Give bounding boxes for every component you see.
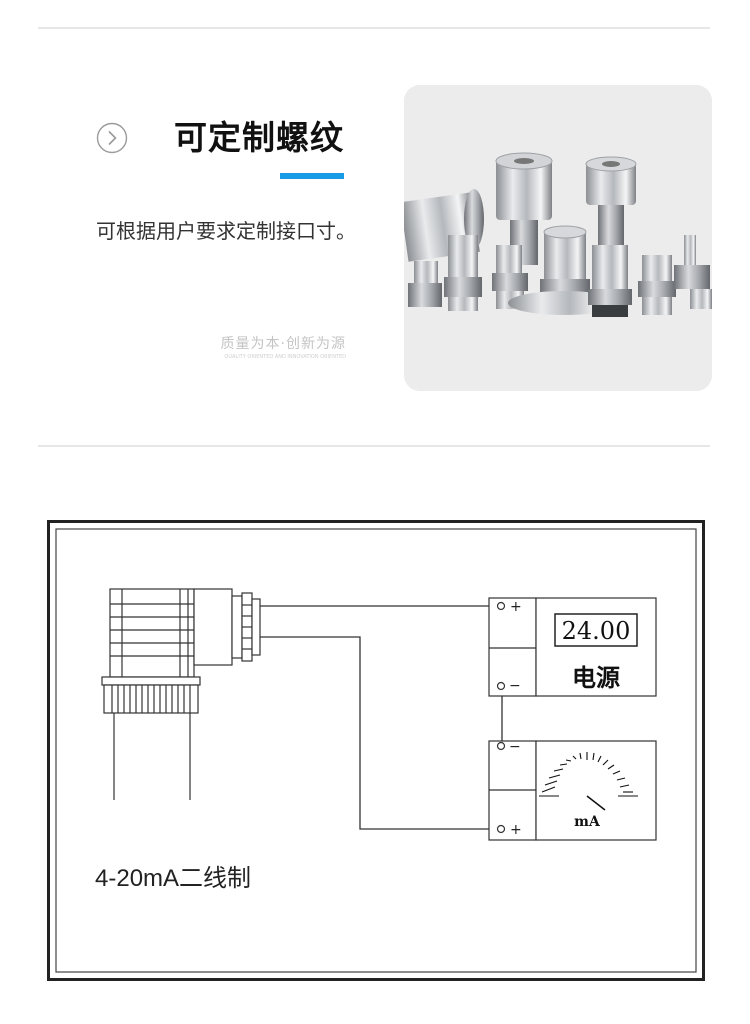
top-divider	[38, 27, 710, 29]
motto-english: QUALITY ORIENTED AND INNOVATION ORIENTED	[224, 354, 346, 360]
fittings-illustration	[404, 85, 712, 391]
feature-title: 可定制螺纹	[174, 118, 344, 157]
power-plus-terminal: +	[510, 599, 522, 615]
milliammeter: − + mA	[488, 739, 657, 841]
power-display-value: 24.00	[562, 617, 631, 645]
wiring-mode-label: 4-20mA二线制	[95, 865, 252, 892]
motto-chinese: 质量为本·创新为源	[220, 336, 346, 352]
transmitter-connector	[101, 588, 261, 800]
wires	[260, 605, 503, 830]
power-supply: + − 24.00 电源	[488, 597, 657, 697]
meter-unit-label: mA	[574, 814, 601, 830]
meter-scale	[539, 752, 638, 811]
meter-minus-terminal: −	[509, 739, 521, 755]
motto: 质量为本·创新为源 QUALITY ORIENTED AND INNOVATIO…	[150, 334, 346, 361]
power-minus-terminal: −	[509, 678, 521, 694]
feature-description: 可根据用户要求定制接口寸。	[96, 219, 356, 243]
wiring-diagram: + − 24.00 电源 − +	[47, 520, 705, 981]
title-accent-bar	[280, 173, 344, 179]
power-label: 电源	[572, 663, 620, 692]
chevron-right-circle-icon	[96, 122, 128, 154]
meter-plus-terminal: +	[510, 822, 522, 838]
feature-heading: 可定制螺纹	[96, 118, 348, 160]
middle-divider	[38, 445, 710, 447]
fittings-photo	[404, 85, 712, 391]
